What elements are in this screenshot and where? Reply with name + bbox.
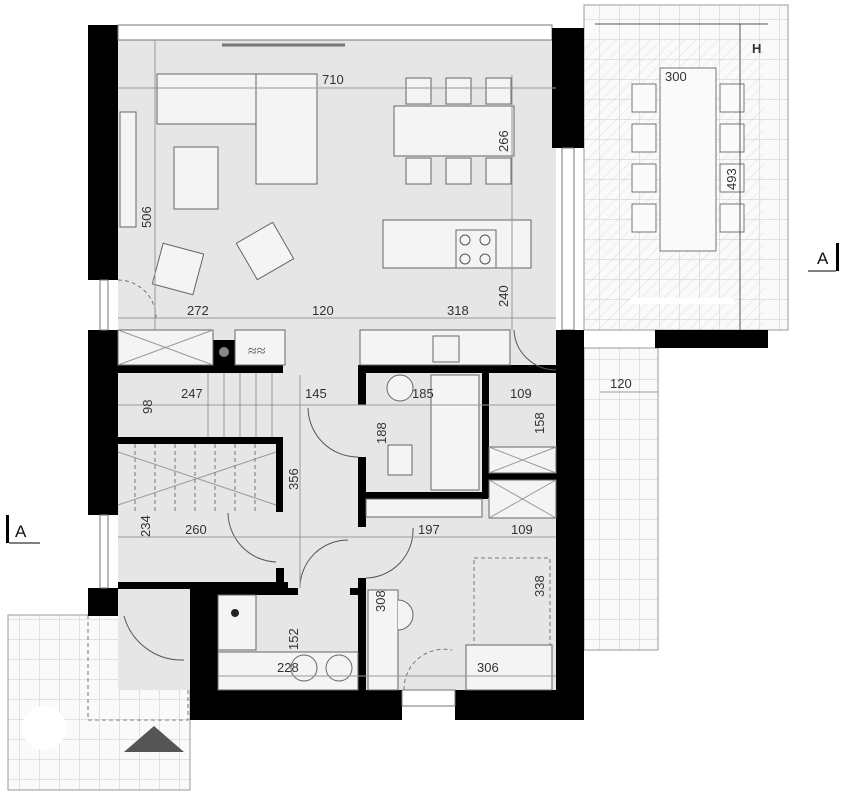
- dim-entry-depth: 234: [138, 515, 153, 537]
- dim-hall-width: 145: [305, 386, 327, 401]
- dim-stairs-depth: 98: [140, 400, 155, 414]
- dim-hall-depth: 356: [286, 468, 301, 490]
- dryer-icon: [325, 654, 353, 682]
- dim-corridor-width: 197: [418, 522, 440, 537]
- shower: [430, 374, 480, 491]
- dim-stairs-width: 247: [181, 386, 203, 401]
- walls: [88, 24, 584, 720]
- dim-span-mid: 120: [312, 303, 334, 318]
- dim-terrace-depth: 493: [724, 168, 739, 190]
- dim-bath-depth: 188: [374, 422, 389, 444]
- sink-icon: [432, 335, 460, 363]
- dim-span-right: 318: [447, 303, 469, 318]
- dim-utility-depth: 152: [286, 628, 301, 650]
- svg-text:A: A: [15, 522, 27, 541]
- armchair: [235, 221, 295, 281]
- dim-wc-width: 109: [510, 386, 532, 401]
- dim-kitchen-depth: 240: [496, 285, 511, 307]
- dim-terrace-side-width: 120: [610, 376, 632, 391]
- dim-wc-depth: 158: [532, 412, 547, 434]
- dim-span-left: 272: [187, 303, 209, 318]
- dimension-lines: [118, 40, 658, 677]
- dim-living-width: 710: [322, 72, 344, 87]
- planter-icon: [22, 706, 66, 750]
- dim-closet-width: 109: [511, 522, 533, 537]
- dim-terrace-table-width: 300: [665, 69, 687, 84]
- chimney-vent-icon: ≈≈: [248, 343, 266, 360]
- dim-bedroom-inner: 308: [373, 590, 388, 612]
- terrace-east: [583, 4, 789, 651]
- dim-utility-width: 228: [277, 660, 299, 675]
- entrance-arrow-icon: [124, 726, 184, 752]
- section-marker-left: A: [6, 515, 40, 544]
- washing-machine-icon: [290, 654, 318, 682]
- furniture: ≈≈: [117, 73, 557, 691]
- ottoman: [173, 146, 219, 210]
- bed-outline: [473, 557, 551, 689]
- svg-text:A: A: [817, 249, 829, 268]
- cooktop-icon: [455, 229, 497, 269]
- dim-dining-depth: 266: [496, 130, 511, 152]
- dim-living-depth: 506: [139, 206, 154, 228]
- washbasin-icon: [386, 374, 414, 402]
- dim-bath-width: 185: [412, 386, 434, 401]
- north-marker: H: [752, 41, 761, 56]
- fireplace: [119, 111, 137, 228]
- dimension-labels: 710 266 506 300 493 272 120 318 240 247 …: [138, 69, 739, 675]
- desk: [367, 589, 399, 691]
- dim-bedroom-depth: 338: [532, 575, 547, 597]
- dim-entry-width: 260: [185, 522, 207, 537]
- dim-bedroom-width: 306: [477, 660, 499, 675]
- armchair: [151, 242, 205, 296]
- section-marker-right: A: [808, 243, 839, 272]
- toilet-icon: [387, 444, 413, 476]
- dining-table: [393, 105, 515, 157]
